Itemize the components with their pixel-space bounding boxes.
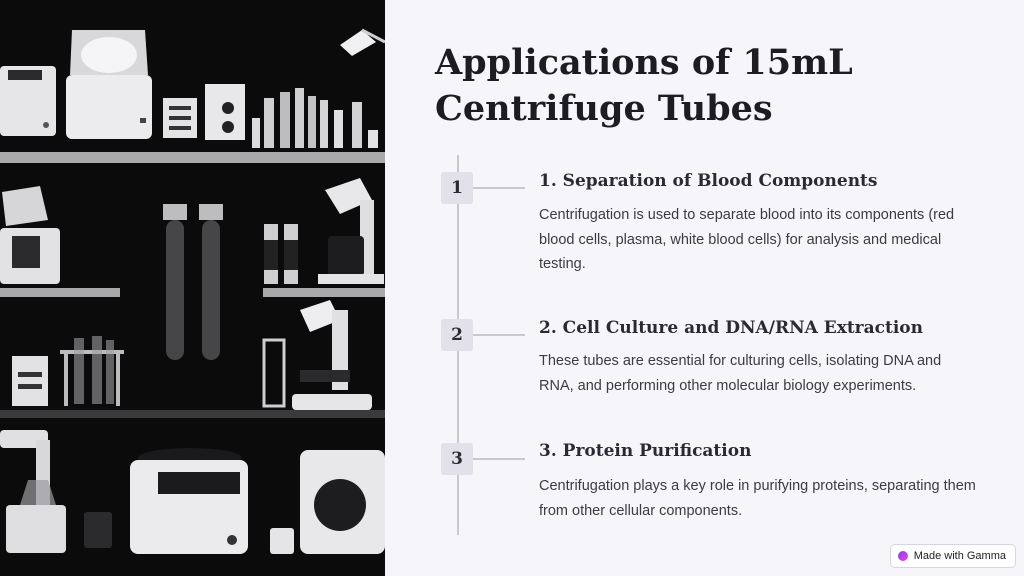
content-panel: Applications of 15mL Centrifuge Tubes 1 … bbox=[385, 0, 1024, 576]
step-title: 2. Cell Culture and DNA/RNA Extraction bbox=[539, 318, 924, 338]
made-with-gamma-badge[interactable]: Made with Gamma bbox=[889, 544, 1016, 568]
pump-device-icon bbox=[12, 356, 48, 406]
step-connector bbox=[473, 458, 525, 460]
badge-label: Made with Gamma bbox=[913, 550, 1006, 562]
centrifuge-icon bbox=[66, 30, 152, 139]
shelf-middle-left bbox=[0, 288, 120, 297]
step-title: 3. Protein Purification bbox=[539, 441, 752, 461]
step-description: Centrifugation is used to separate blood… bbox=[539, 207, 955, 272]
lamp-icon bbox=[340, 28, 385, 56]
stand-mixer-icon bbox=[318, 178, 384, 284]
page-title: Applications of 15mL Centrifuge Tubes bbox=[435, 42, 853, 129]
step-description: These tubes are essential for culturing … bbox=[539, 353, 942, 394]
step-connector bbox=[473, 187, 525, 189]
step-title: 1. Separation of Blood Components bbox=[539, 171, 878, 191]
shelf-top bbox=[0, 152, 385, 163]
step-number-badge: 3 bbox=[441, 443, 473, 475]
tube-rack-icon bbox=[252, 88, 378, 148]
small-analyzer-icon bbox=[0, 66, 56, 136]
test-tube-icon bbox=[163, 204, 223, 360]
shelf-bottom bbox=[0, 410, 385, 418]
step-number-badge: 1 bbox=[441, 172, 473, 204]
step-description: Centrifugation plays a key role in purif… bbox=[539, 478, 976, 519]
shelf-middle-right bbox=[263, 288, 385, 297]
analyzer-machine-icon bbox=[270, 450, 385, 554]
gamma-logo-icon bbox=[897, 551, 908, 561]
blender-device-icon bbox=[0, 186, 60, 284]
microscope-icon bbox=[262, 300, 372, 410]
lab-equipment-image bbox=[0, 0, 385, 576]
lab-stand-icon bbox=[0, 430, 112, 553]
large-centrifuge-icon bbox=[130, 448, 248, 554]
small-tubes-icon bbox=[264, 224, 298, 284]
step-number-badge: 2 bbox=[441, 319, 473, 351]
control-box-icon bbox=[163, 84, 245, 140]
beaker-rack-icon bbox=[60, 336, 124, 406]
step-connector bbox=[473, 334, 525, 336]
